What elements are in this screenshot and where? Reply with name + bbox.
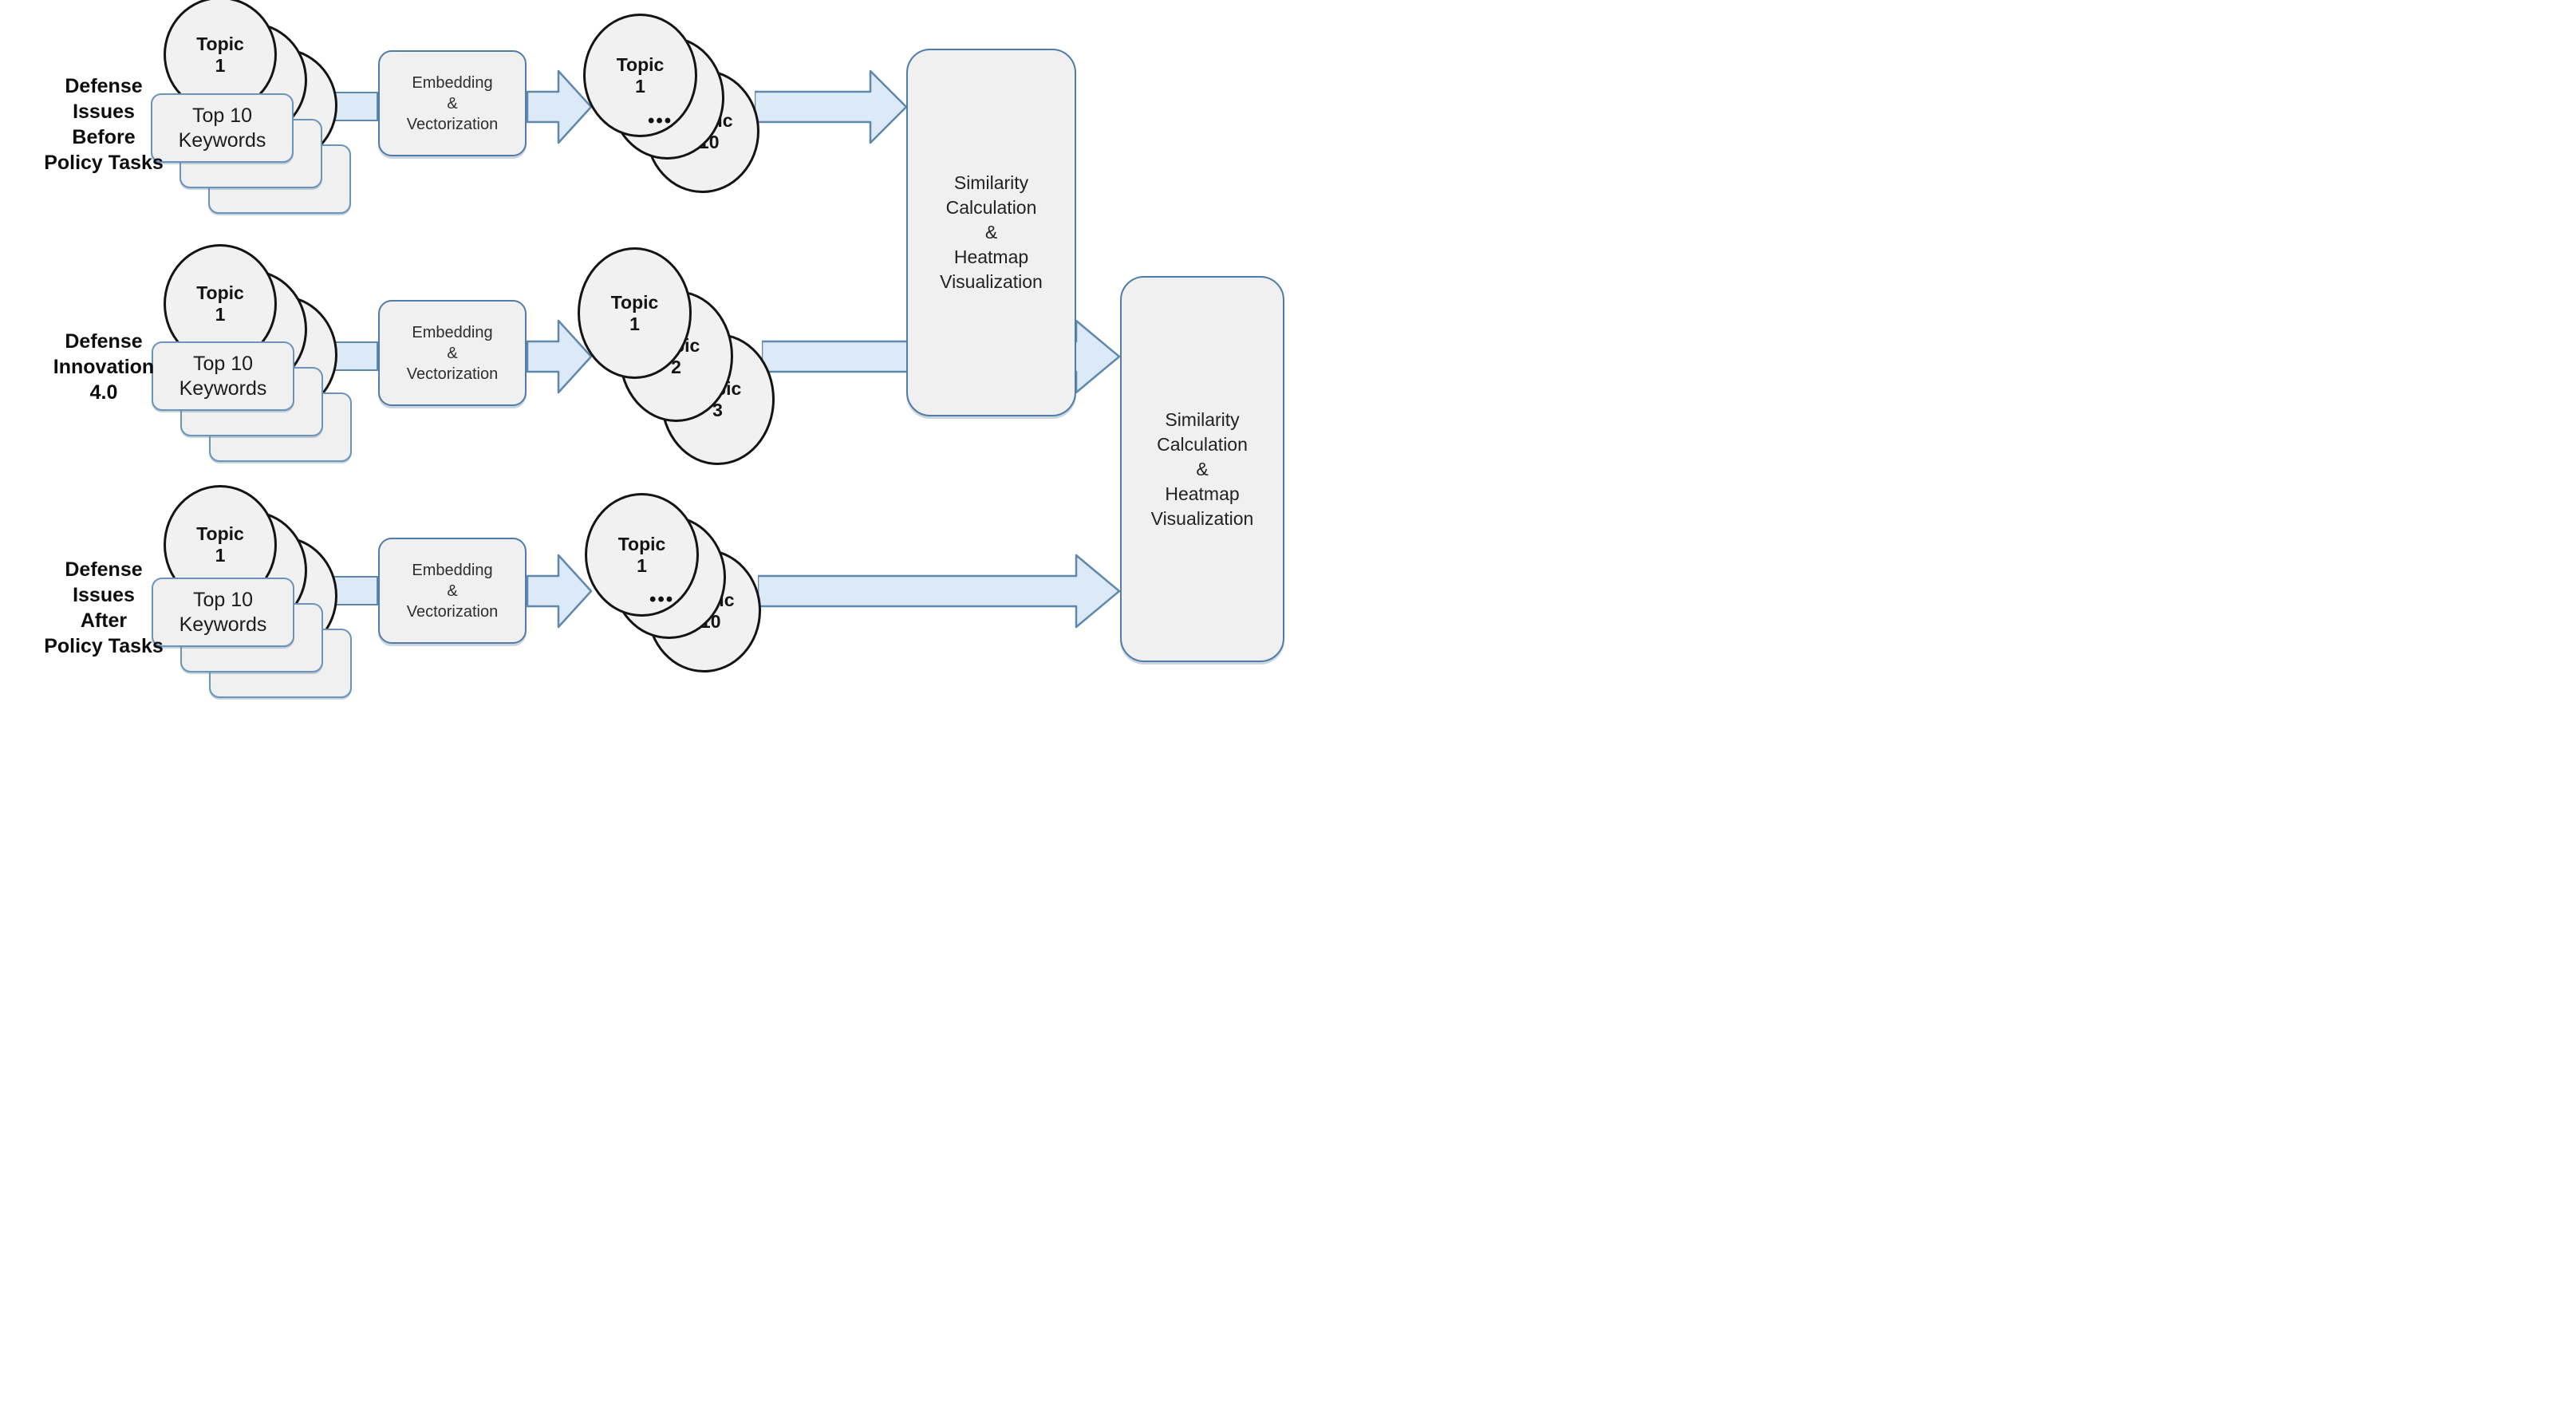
row-label-line: Before [72,126,136,148]
embedding-box-label: Embedding & Vectorization [407,560,499,622]
topic-word: Topic [196,523,244,544]
output-topic-circle-first: Topic 1 [578,247,692,379]
keywords-line: Top 10 [191,104,253,127]
similarity-box-label: Similarity Calculation & Heatmap Visuali… [1151,408,1254,531]
topic-circle-label: Topic 1 [618,534,666,577]
similarity-line: & [1196,458,1209,479]
row-label-line: After [80,609,128,632]
topic-number: 1 [637,554,647,576]
similarity-line: Similarity [1165,408,1240,430]
topic-circle-label: Topic 1 [611,292,659,335]
topic-number: 1 [215,54,226,76]
row-label-line: Issues [73,101,135,123]
topic-number: 1 [215,545,226,566]
keywords-line: Keywords [178,128,266,152]
embedding-vectorization-box-row3: Embedding & Vectorization [378,538,527,644]
embedding-vectorization-box-row2: Embedding & Vectorization [378,300,527,406]
flow-arrow-row3-embedding-to-topics [527,554,593,629]
row-label-line: Defense [65,75,143,97]
similarity-heatmap-box-1: Similarity Calculation & Heatmap Visuali… [906,49,1076,416]
topic-number: 3 [712,399,723,420]
flow-arrow-row1-topics-to-similarity1 [755,69,908,144]
flow-arrow-row2-embedding-to-topics [527,319,593,394]
process-line: & [447,94,458,112]
process-line: Vectorization [406,602,499,621]
topic-circle-label: Topic 1 [196,282,244,325]
similarity-line: Heatmap [1165,483,1240,504]
embedding-vectorization-box-row1: Embedding & Vectorization [378,50,527,156]
similarity-line: Calculation [1157,433,1248,455]
keywords-card: Top 10 Keywords [152,578,294,647]
row-label-line: Defense [65,330,143,353]
row-label-defense-innovation: Defense Innovation 4.0 [12,329,195,405]
topic-word: Topic [196,282,244,303]
topic-number: 1 [635,75,645,97]
topic-word: Topic [616,53,665,75]
similarity-box-label: Similarity Calculation & Heatmap Visuali… [940,171,1043,294]
topic-circle-label: Topic 1 [617,54,665,97]
topic-number: 1 [629,313,640,334]
keywords-line: Keywords [179,377,267,400]
row-label-line: Policy Tasks [44,635,164,657]
topic-circle-label: Topic 1 [196,523,244,566]
similarity-line: & [984,222,998,243]
embedding-box-label: Embedding & Vectorization [407,322,499,385]
topic-number: 1 [215,304,226,325]
topic-word: Topic [617,533,666,554]
ellipsis-topics-row3: ••• [649,589,675,610]
diagram-canvas: Defense Issues Before Policy Tasks Defen… [0,0,1288,702]
similarity-line: Visualization [940,271,1043,292]
flow-arrow-row3-topics-to-similarity2 [758,554,1121,629]
process-line: & [447,582,458,600]
similarity-line: Calculation [945,197,1037,218]
keywords-line: Keywords [179,613,267,636]
row-label-line: Defense [65,558,143,581]
similarity-line: Similarity [953,172,1029,193]
process-line: Vectorization [406,365,499,383]
row-label-line: Issues [73,584,135,606]
process-line: Embedding [412,561,493,579]
topic-circle-label: Topic 1 [196,34,244,77]
output-topic-circle-first: Topic 1 [583,14,697,137]
keywords-line: Top 10 [192,352,254,375]
process-line: & [447,344,458,362]
embedding-box-label: Embedding & Vectorization [407,73,499,135]
process-line: Vectorization [406,115,499,133]
similarity-heatmap-box-2: Similarity Calculation & Heatmap Visuali… [1120,276,1284,662]
ellipsis-topics-row1: ••• [648,110,673,132]
row-label-defense-issues-before: Defense Issues Before Policy Tasks [12,73,195,176]
process-line: Embedding [412,73,493,92]
output-topic-circle-first: Topic 1 [585,493,699,617]
row-label-line: 4.0 [89,381,118,404]
row-label-defense-issues-after: Defense Issues After Policy Tasks [12,557,195,659]
keywords-card: Top 10 Keywords [152,341,294,411]
keywords-card: Top 10 Keywords [151,93,294,163]
topic-number: 2 [671,356,681,377]
similarity-line: Visualization [1150,507,1254,529]
similarity-line: Heatmap [953,246,1029,267]
topic-word: Topic [196,33,244,54]
flow-arrow-row1-embedding-to-topics [527,69,593,144]
keywords-card-label: Top 10 Keywords [152,104,292,153]
keywords-line: Top 10 [192,588,254,611]
keywords-card-label: Top 10 Keywords [153,588,293,637]
topic-word: Topic [610,291,659,313]
keywords-card-label: Top 10 Keywords [153,352,293,401]
row-label-line: Innovation [53,356,155,378]
process-line: Embedding [412,323,493,341]
row-label-line: Policy Tasks [44,152,164,174]
